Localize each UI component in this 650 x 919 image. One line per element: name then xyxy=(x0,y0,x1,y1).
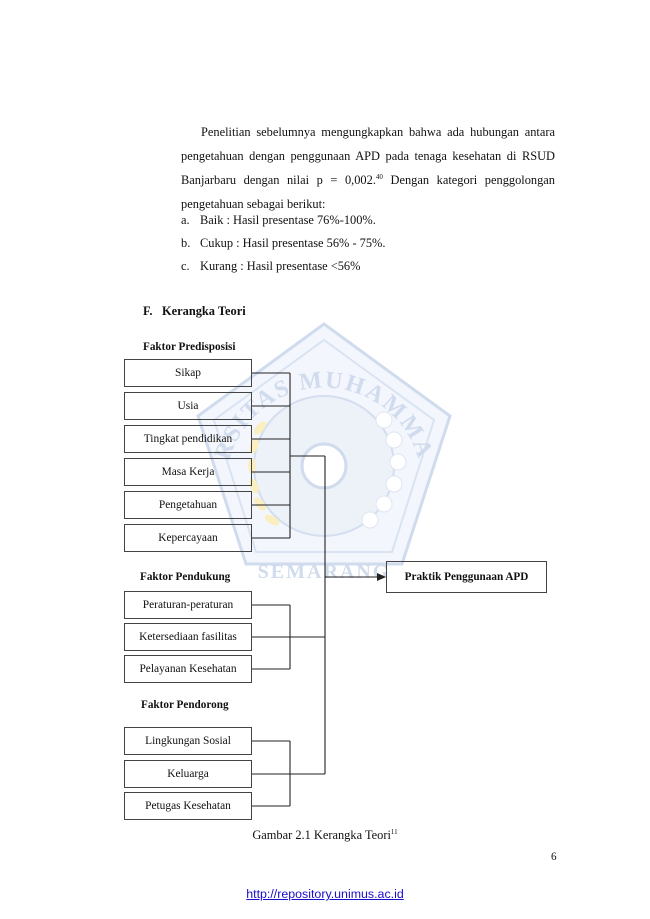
factor-box-petugas: Petugas Kesehatan xyxy=(124,792,252,820)
section-number: F. xyxy=(143,304,153,318)
outcome-box: Praktik Penggunaan APD xyxy=(386,561,547,593)
factor-box-peraturan: Peraturan-peraturan xyxy=(124,591,252,619)
factor-box-pelayanan: Pelayanan Kesehatan xyxy=(124,655,252,683)
caption-ref: 11 xyxy=(390,828,398,836)
figure-caption: Gambar 2.1 Kerangka Teori11 xyxy=(0,828,650,843)
list-letter: b. xyxy=(181,236,191,250)
list-letter: c. xyxy=(181,259,190,273)
factor-box-lingkungan: Lingkungan Sosial xyxy=(124,727,252,755)
paragraph-line-2: pengetahuan dengan penggunaan APD pada t… xyxy=(181,149,555,163)
paragraph-line-3-tail: Dengan kategori penggolongan xyxy=(382,173,556,187)
factor-box-keluarga: Keluarga xyxy=(124,760,252,788)
paragraph-line-4: pengetahuan sebagai berikut: xyxy=(181,197,326,211)
factor-box-fasilitas: Ketersediaan fasilitas xyxy=(124,623,252,651)
factor-box-masa-kerja: Masa Kerja xyxy=(124,458,252,486)
factor-box-pengetahuan: Pengetahuan xyxy=(124,491,252,519)
paragraph-line-3-head: Banjarbaru dengan nilai p = 0,002. xyxy=(181,173,376,187)
factor-box-sikap: Sikap xyxy=(124,359,252,387)
paragraph-line-3: Banjarbaru dengan nilai p = 0,002.40 Den… xyxy=(181,168,555,192)
list-text: Kurang : Hasil presentase <56% xyxy=(200,259,361,273)
university-seal-watermark: UNIVERSITAS MUHAMMADIYAH SEMARANG xyxy=(188,316,452,583)
body-paragraph: Penelitian sebelumnya mengungkapkan bahw… xyxy=(181,120,555,216)
section-title: Kerangka Teori xyxy=(162,304,246,318)
arrow-head-icon xyxy=(377,573,386,581)
factor-box-usia: Usia xyxy=(124,392,252,420)
citation-ref: 40 xyxy=(375,173,383,181)
factor-box-pendidikan: Tingkat pendidikan xyxy=(124,425,252,453)
group-label-pendorong: Faktor Pendorong xyxy=(141,699,229,711)
repository-link[interactable]: http://repository.unimus.ac.id xyxy=(246,887,404,901)
factor-box-kepercayaan: Kepercayaan xyxy=(124,524,252,552)
list-text: Cukup : Hasil presentase 56% - 75%. xyxy=(200,236,386,250)
group-label-predisposisi: Faktor Predisposisi xyxy=(143,341,236,353)
group-label-pendukung: Faktor Pendukung xyxy=(140,571,231,583)
paragraph-line-1: Penelitian sebelumnya mengungkapkan bahw… xyxy=(201,125,555,139)
list-text: Baik : Hasil presentase 76%-100%. xyxy=(200,213,376,227)
caption-text: Gambar 2.1 Kerangka Teori xyxy=(252,828,391,842)
page-number: 6 xyxy=(551,851,557,863)
list-letter: a. xyxy=(181,213,190,227)
section-heading: F. Kerangka Teori xyxy=(143,304,246,319)
